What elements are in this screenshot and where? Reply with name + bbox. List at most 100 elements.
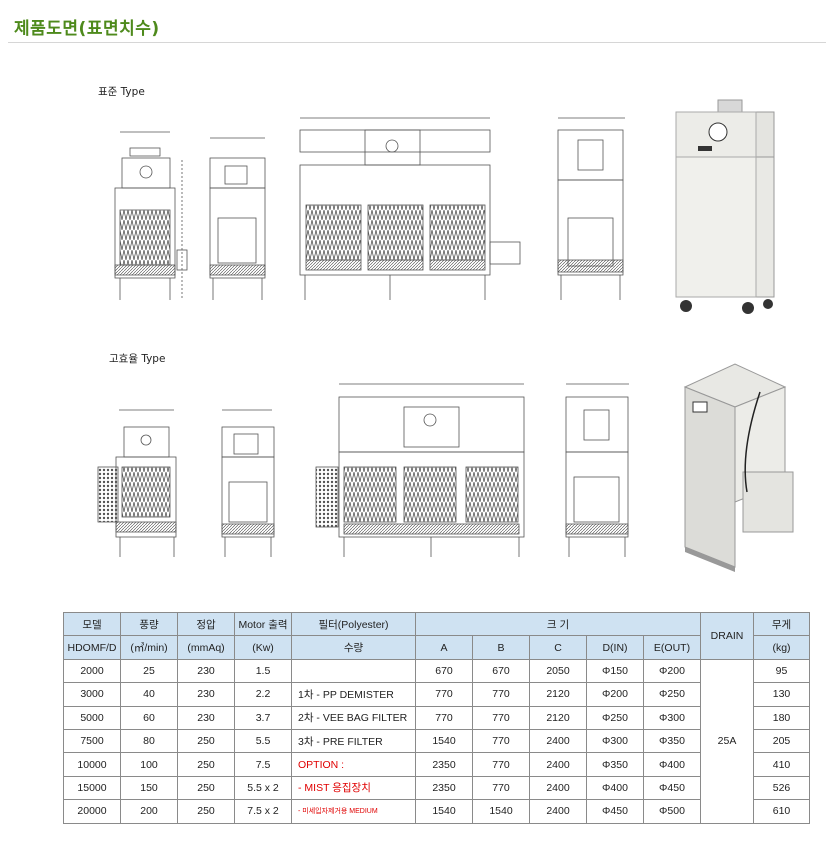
cell-model: 20000: [63, 799, 121, 824]
cell-d: Φ300: [586, 728, 644, 754]
high-efficiency-type-label: 고효율 Type: [109, 353, 166, 365]
cell-drain: 25A: [700, 658, 755, 824]
cell-pressure: 250: [177, 728, 235, 754]
cell-c: 2120: [529, 682, 587, 707]
cell-c: 2400: [529, 799, 587, 824]
subheader-a: A: [415, 635, 473, 660]
subheader-pressure: (mmAq): [177, 635, 235, 660]
header-motor: Motor 출력: [234, 611, 292, 637]
cell-b: 770: [472, 752, 530, 777]
standard-side-view: [209, 137, 266, 300]
cell-d: Φ450: [586, 799, 644, 824]
cell-airflow: 150: [120, 775, 178, 801]
cell-b: 1540: [472, 799, 530, 824]
cell-d: Φ200: [586, 682, 644, 707]
cell-weight: 205: [753, 728, 811, 754]
standard-front-view: [114, 131, 188, 300]
cell-motor: 1.5: [234, 658, 292, 684]
standard-type-label: 표준 Type: [98, 86, 145, 98]
cell-weight: 526: [753, 775, 811, 801]
cell-model: 5000: [63, 705, 121, 730]
cell-weight: 610: [753, 799, 811, 824]
standard-side-view-2: [557, 117, 625, 300]
standard-type-drawings: [100, 100, 640, 315]
subheader-airflow: (㎥/min): [120, 635, 178, 660]
high-efficiency-product-photo: [665, 362, 800, 591]
table-header-row: 모델 풍량 정압 Motor 출력 필터(Polyester) 크 기 DRAI…: [63, 611, 811, 660]
high-eff-front-view-wide: [315, 383, 525, 557]
cell-motor: 7.5: [234, 752, 292, 777]
cell-c: 2400: [529, 728, 587, 754]
cell-airflow: 200: [120, 799, 178, 824]
page-title: 제품도면(표면치수): [14, 19, 160, 39]
subheader-motor: (Kw): [234, 635, 292, 660]
header-static-pressure: 정압: [177, 611, 235, 637]
cell-a: 2350: [415, 752, 473, 777]
table-row: 20000 200 250 7.5 x 2 - 미세입자제거용 MEDIUM 1…: [63, 799, 811, 824]
cell-b: 770: [472, 728, 530, 754]
cell-d: Φ400: [586, 775, 644, 801]
cell-a: 2350: [415, 775, 473, 801]
cell-d: Φ150: [586, 658, 644, 684]
cell-pressure: 230: [177, 705, 235, 730]
cell-weight: 130: [753, 682, 811, 707]
cell-a: 1540: [415, 799, 473, 824]
cell-model: 7500: [63, 728, 121, 754]
cell-c: 2050: [529, 658, 587, 684]
subheader-c: C: [529, 635, 587, 660]
cell-filter: [291, 658, 416, 684]
cell-airflow: 100: [120, 752, 178, 777]
cell-motor: 7.5 x 2: [234, 799, 292, 824]
cell-e: Φ400: [642, 752, 702, 777]
cell-b: 670: [472, 658, 530, 684]
cell-e: Φ450: [642, 775, 702, 801]
cell-pressure: 250: [177, 752, 235, 777]
title-divider: [8, 42, 826, 43]
cell-weight: 95: [753, 658, 811, 684]
cell-d: Φ350: [586, 752, 644, 777]
cell-model: 2000: [63, 658, 121, 684]
cell-pressure: 250: [177, 775, 235, 801]
subheader-b: B: [472, 635, 530, 660]
cell-motor: 5.5 x 2: [234, 775, 292, 801]
spec-table: 모델 풍량 정압 Motor 출력 필터(Polyester) 크 기 DRAI…: [63, 611, 811, 824]
subheader-filter: 수량: [291, 635, 416, 660]
cell-model: 3000: [63, 682, 121, 707]
cell-weight: 180: [753, 705, 811, 730]
standard-type-product-photo: [668, 98, 783, 327]
cell-a: 1540: [415, 728, 473, 754]
table-row: 10000 100 250 7.5 OPTION : 2350 770 2400…: [63, 752, 811, 777]
cell-airflow: 40: [120, 682, 178, 707]
cell-pressure: 250: [177, 799, 235, 824]
header-airflow: 풍량: [120, 611, 178, 637]
header-drain: DRAIN: [700, 612, 755, 660]
cell-weight: 410: [753, 752, 811, 777]
cell-e: Φ200: [642, 658, 702, 684]
subheader-d: D(IN): [586, 635, 644, 660]
table-row: 3000 40 230 2.2 1차 - PP DEMISTER 770 770…: [63, 682, 811, 707]
cell-b: 770: [472, 682, 530, 707]
table-row: 5000 60 230 3.7 2차 - VEE BAG FILTER 770 …: [63, 705, 811, 730]
table-row: 2000 25 230 1.5 670 670 2050 Φ150 Φ200 2…: [63, 658, 811, 824]
cell-c: 2120: [529, 705, 587, 730]
header-weight: 무게: [753, 611, 811, 637]
cell-pressure: 230: [177, 682, 235, 707]
high-eff-side-view: [221, 409, 275, 557]
cell-airflow: 25: [120, 658, 178, 684]
table-row: 7500 80 250 5.5 3차 - PRE FILTER 1540 770…: [63, 728, 811, 754]
cell-motor: 3.7: [234, 705, 292, 730]
header-model: 모델: [63, 611, 121, 637]
cell-d: Φ250: [586, 705, 644, 730]
table-row: 15000 150 250 5.5 x 2 - MIST 응집장치 2350 7…: [63, 775, 811, 801]
cell-filter-option: - 미세입자제거용 MEDIUM: [291, 799, 416, 824]
header-filter: 필터(Polyester): [291, 611, 416, 637]
subheader-weight: (kg): [753, 635, 811, 660]
cell-airflow: 80: [120, 728, 178, 754]
table-subheader-row: HDOMF/D (㎥/min) (mmAq) (Kw) 수량 A B C D(I…: [63, 635, 811, 660]
high-efficiency-type-drawings: [94, 372, 644, 572]
cell-model: 10000: [63, 752, 121, 777]
header-size: 크 기: [414, 611, 702, 637]
standard-front-view-wide: [299, 117, 521, 300]
cell-a: 670: [415, 658, 473, 684]
cell-c: 2400: [529, 752, 587, 777]
